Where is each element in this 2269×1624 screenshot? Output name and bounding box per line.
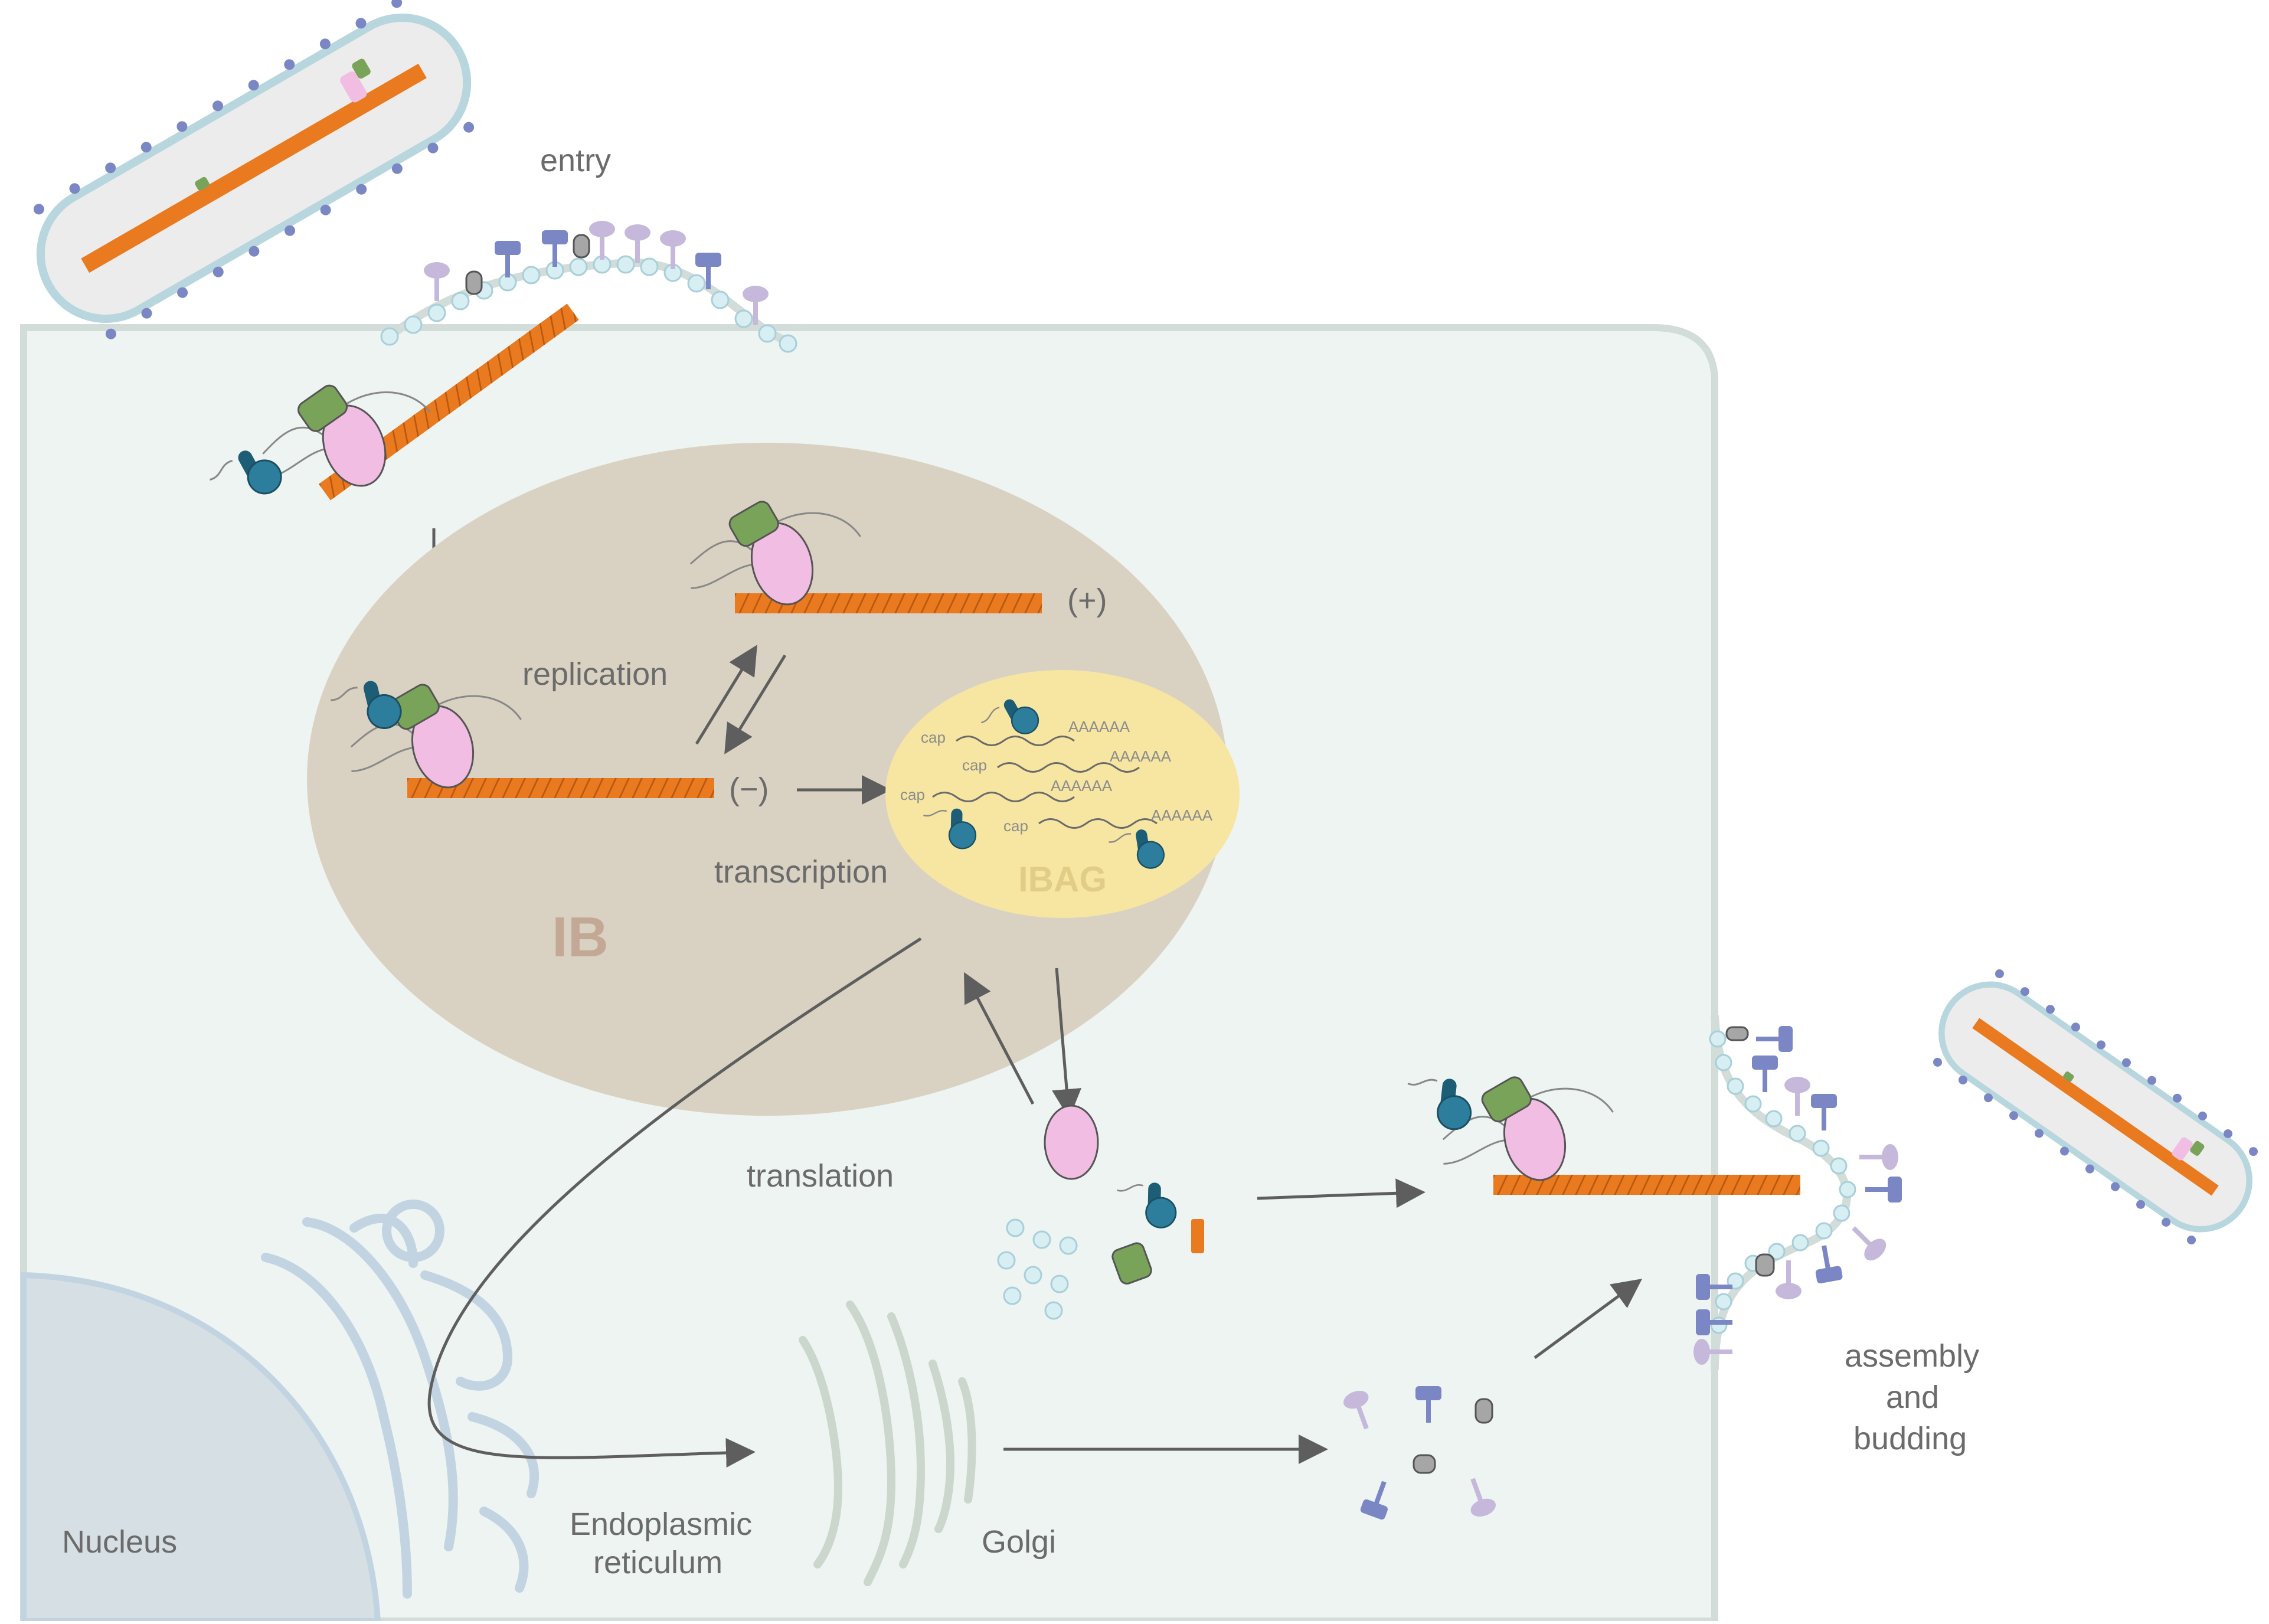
arrow-ibag-to-er [427,937,922,1468]
arrow-glycoproteins-to-membrane [1534,1279,1643,1360]
label-ib: IB [552,906,609,969]
label-cap-3: cap [900,786,925,803]
arrow-translation-to-ib [964,972,1035,1105]
label-transcription: transcription [714,854,888,890]
arrow-proteins-to-assembly [1257,1178,1426,1208]
label-polya-3: AAAAAA [1051,777,1113,795]
label-plus: (+) [1067,583,1107,618]
glycoproteins [1341,1386,1498,1521]
virion-released [1917,958,2269,1256]
arrow-replication-up [695,645,757,745]
translated-proteins [997,1105,1204,1320]
label-entry: entry [540,143,611,178]
label-er-2: reticulum [593,1545,722,1580]
label-polya-1: AAAAAA [1068,718,1130,736]
label-translation: translation [747,1158,894,1194]
label-er-1: Endoplasmic [570,1507,752,1542]
label-golgi: Golgi [982,1524,1056,1560]
nucleus [21,1272,381,1624]
label-assembly-2: and [1886,1380,1939,1415]
label-cap-2: cap [962,756,987,774]
label-polya-2: AAAAAA [1110,747,1172,765]
arrow-replication-down [724,654,787,754]
endoplasmic-reticulum [261,1200,539,1599]
label-polya-4: AAAAAA [1151,806,1213,824]
label-minus: (−) [729,772,769,807]
label-replication: replication [522,656,668,692]
label-cap-4: cap [1003,817,1028,835]
label-cap-1: cap [921,728,946,746]
mrna-transcripts [932,736,1158,829]
label-assembly-3: budding [1853,1421,1967,1456]
arrow-ibag-to-translation [1052,968,1082,1119]
entry-membrane [380,221,797,353]
golgi [799,1300,976,1586]
virion-incoming [11,0,497,353]
label-assembly-1: assembly [1845,1338,1979,1374]
label-nucleus: Nucleus [62,1524,177,1560]
label-ibag: IBAG [1018,860,1107,899]
budding-membrane [1693,1015,1902,1370]
